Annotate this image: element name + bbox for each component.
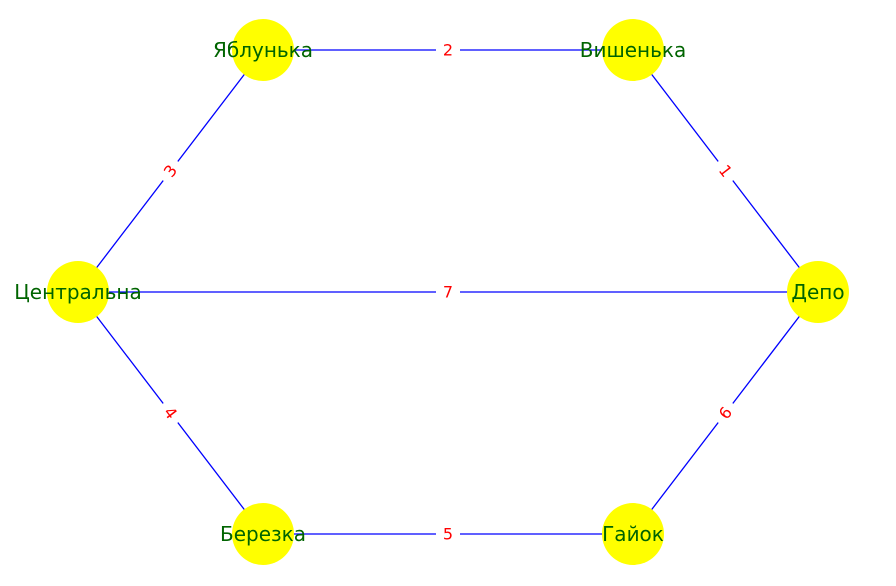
node-circle: [787, 261, 849, 323]
node-circle: [602, 503, 664, 565]
edge-weight-label-group: 3: [154, 154, 187, 188]
node-label: Гайок: [602, 522, 664, 546]
node-label: Яблунька: [213, 38, 313, 62]
node-hayok: Гайок: [602, 503, 664, 565]
edge-weight-label: 5: [443, 525, 453, 544]
edge-weight-label-background: [436, 523, 460, 545]
node-depo: Депо: [787, 261, 849, 323]
edge-weight-label: 2: [443, 41, 453, 60]
node-label: Березка: [220, 522, 306, 546]
node-yablunka: Яблунька: [213, 19, 313, 81]
node-vyshenka: Вишенька: [580, 19, 687, 81]
node-circle: [232, 503, 294, 565]
edge-weight-label-background: [436, 281, 460, 303]
edge-weight-label-background: [436, 39, 460, 61]
edge-weight-label-group: 6: [709, 396, 742, 430]
node-tsentralna: Центральна: [14, 261, 142, 323]
edge-weight-label-group: 7: [436, 281, 460, 303]
node-circle: [47, 261, 109, 323]
edge-weight-label-group: 5: [436, 523, 460, 545]
edge-weight-label-group: 1: [709, 154, 742, 188]
edge-weight-label-background: [154, 396, 187, 430]
node-label: Депо: [791, 280, 844, 304]
node-label: Центральна: [14, 280, 141, 304]
node-berezka: Березка: [220, 503, 306, 565]
edge-weight-label-group: 4: [154, 396, 187, 430]
node-circle: [602, 19, 664, 81]
edge-weight-label-background: [709, 154, 742, 188]
edge-weight-label-background: [709, 396, 742, 430]
edge-labels-layer: 2 1 3 7 4 6 5: [154, 39, 742, 545]
edge-weight-label-background: [154, 154, 187, 188]
node-circle: [232, 19, 294, 81]
edge-weight-label-group: 2: [436, 39, 460, 61]
edge-weight-label: 7: [443, 283, 453, 302]
node-label: Вишенька: [580, 38, 687, 62]
